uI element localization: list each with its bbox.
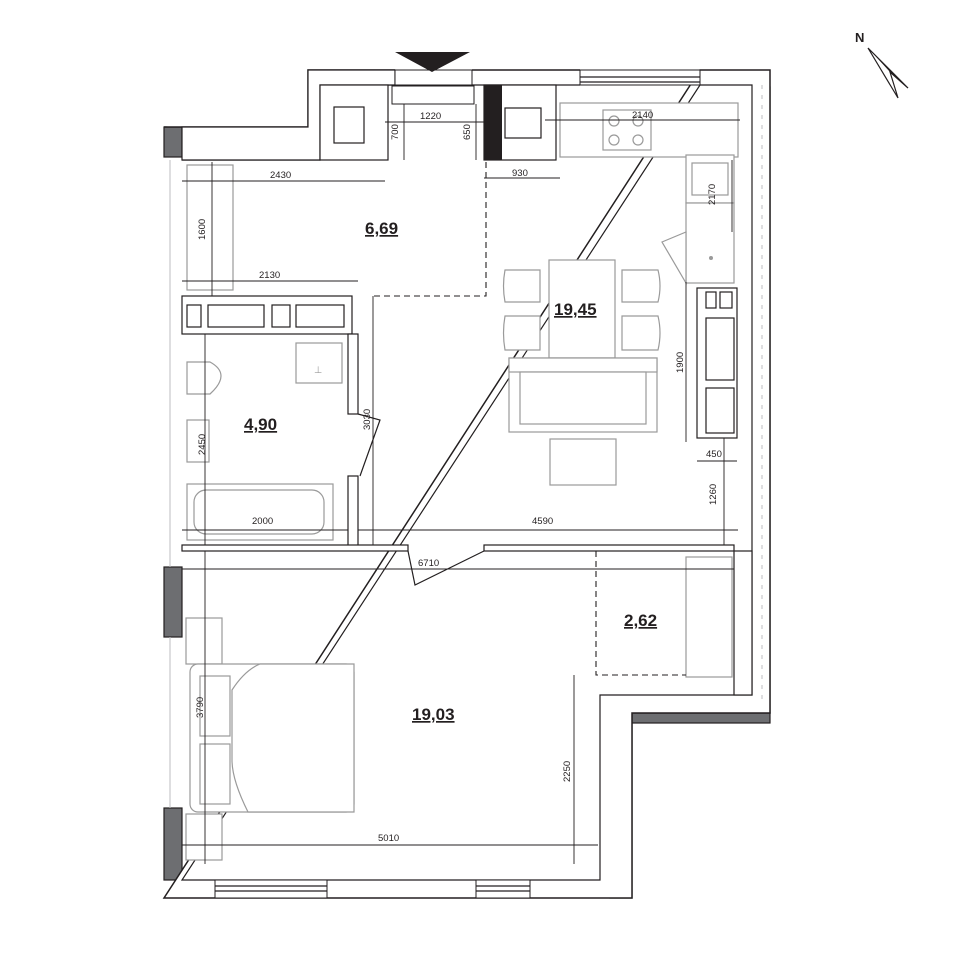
- socket-box: [705, 291, 717, 309]
- dim-label-2430: 2430: [270, 170, 291, 181]
- exterior-wall-segment: [163, 126, 183, 158]
- cabinet: [705, 317, 735, 381]
- dim-label-450: 450: [706, 449, 722, 460]
- north-arrow-icon: [867, 47, 909, 99]
- bedroom-window-small: [475, 879, 531, 899]
- dim-label-3790: 3790: [195, 697, 206, 718]
- wall-niche: [295, 304, 345, 328]
- burner-icon: [608, 115, 620, 127]
- burner-icon: [608, 134, 620, 146]
- sink-bathroom-icon: [186, 419, 210, 463]
- wardrobe: [186, 164, 234, 291]
- room-areas: 6,69 19,45 4,90 2,62 19,03: [244, 219, 657, 724]
- cabinet: [705, 387, 735, 434]
- socket-box: [719, 291, 733, 309]
- wall-niche: [207, 304, 265, 328]
- balcony-shelf: [685, 556, 733, 678]
- north-label: N: [855, 30, 864, 45]
- dim-label-1600: 1600: [197, 219, 208, 240]
- nightstand: [185, 617, 223, 665]
- fridge-door-swing: [661, 231, 687, 286]
- dimension-labels: 700 1220 650 2140 2430 930 2170 1600 213…: [195, 110, 722, 844]
- zone-lines: [370, 162, 686, 676]
- bathroom-wall: [347, 475, 359, 547]
- chair-icon: [621, 315, 661, 351]
- balcony-wall: [733, 550, 753, 696]
- dim-label-3030: 3030: [362, 409, 373, 430]
- bedroom-door-swing: [407, 550, 485, 586]
- compass: N: [855, 30, 909, 99]
- balcony-zone-boundary: [595, 551, 686, 676]
- dim-label-650: 650: [462, 124, 473, 140]
- entrance-door: [391, 85, 475, 105]
- washing-machine-symbol: ⊥: [314, 365, 322, 376]
- dim-label-930: 930: [512, 168, 528, 179]
- dim-label-6710: 6710: [418, 558, 439, 569]
- dining-table: [548, 259, 616, 359]
- room-area-kitchen-living: 19,45: [554, 300, 597, 319]
- dim-label-1900: 1900: [675, 352, 686, 373]
- chair-icon: [502, 269, 541, 303]
- dim-label-2450: 2450: [197, 434, 208, 455]
- furniture: ⊥: [185, 102, 739, 861]
- dimension-lines: [182, 104, 740, 864]
- handle-icon: [709, 256, 713, 260]
- bathroom-door-swing: [357, 413, 381, 477]
- horizontal-wall: [181, 544, 409, 552]
- washing-machine-icon: [295, 342, 343, 384]
- blanket: [231, 663, 355, 813]
- burner-icon: [632, 115, 644, 127]
- sofa-seat: [519, 371, 647, 425]
- dim-label-2140: 2140: [632, 110, 653, 121]
- top-window-opening: [394, 69, 473, 86]
- dim-label-1260: 1260: [708, 484, 719, 505]
- column-icon: [484, 85, 502, 160]
- wall-niche: [186, 304, 202, 328]
- burner-icon: [632, 134, 644, 146]
- coffee-table: [549, 438, 617, 486]
- entrance-arrow-icon: [395, 52, 470, 72]
- wall-niche: [271, 304, 291, 328]
- hall-zone-boundary: [370, 162, 487, 297]
- dim-label-2000: 2000: [252, 516, 273, 527]
- dim-label-1220: 1220: [420, 111, 441, 122]
- pillow: [199, 743, 231, 805]
- counter-unit: [685, 202, 735, 284]
- dim-label-700: 700: [390, 124, 401, 140]
- shaft-box: [504, 107, 542, 139]
- dim-label-2170: 2170: [707, 184, 718, 205]
- nightstand: [185, 813, 223, 861]
- chair-icon: [621, 269, 661, 303]
- sofa-back: [508, 357, 658, 373]
- room-area-balcony: 2,62: [624, 611, 657, 630]
- room-area-bathroom: 4,90: [244, 415, 277, 434]
- exterior-wall-segment: [163, 566, 183, 638]
- dim-label-2250: 2250: [562, 761, 573, 782]
- exterior-wall-segment: [609, 712, 771, 724]
- chair-icon: [502, 315, 541, 351]
- sink-basin-icon: [691, 162, 729, 196]
- north-arrow-fill-icon: [868, 48, 908, 88]
- horizontal-wall: [483, 544, 735, 552]
- toilet-icon: [186, 361, 222, 395]
- shaft-box: [333, 106, 365, 144]
- dim-label-2130: 2130: [259, 270, 280, 281]
- dim-label-5010: 5010: [378, 833, 399, 844]
- bathtub-basin-icon: [193, 489, 325, 535]
- exterior-wall-segment: [163, 807, 183, 881]
- bathroom-wall: [347, 333, 359, 415]
- dim-label-4590: 4590: [532, 516, 553, 527]
- room-area-bedroom: 19,03: [412, 705, 455, 724]
- interior-walls: [181, 84, 753, 696]
- bedroom-window: [214, 879, 328, 899]
- room-area-hall: 6,69: [365, 219, 398, 238]
